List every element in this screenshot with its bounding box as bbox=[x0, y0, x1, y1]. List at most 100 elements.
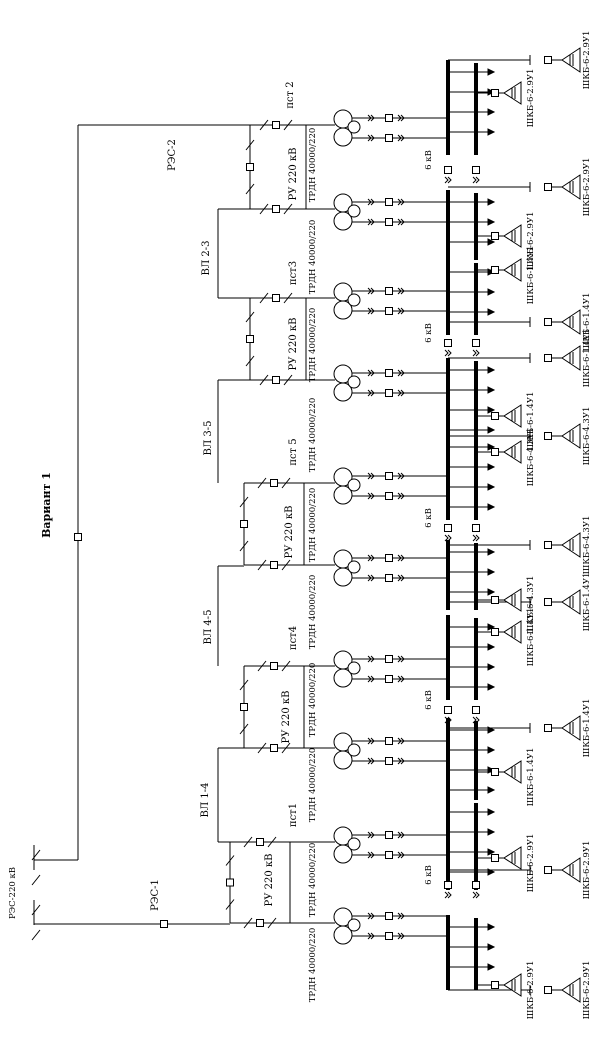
sectional-breaker bbox=[240, 520, 248, 528]
feeder-arrow bbox=[487, 683, 496, 691]
chevron bbox=[400, 389, 405, 397]
chevron bbox=[400, 472, 405, 480]
capacitor-bank-symbol bbox=[561, 977, 581, 1003]
chevron bbox=[472, 534, 477, 542]
chevron bbox=[397, 134, 402, 142]
disconnector-symbol bbox=[283, 203, 293, 215]
disconnector-symbol bbox=[225, 855, 235, 866]
feeder-arrow bbox=[487, 68, 496, 76]
chevron bbox=[397, 574, 402, 582]
chevron bbox=[397, 369, 402, 377]
capacitor-bank-label: ШКБ-6-4.3У1 bbox=[526, 428, 536, 487]
feeder-arrow bbox=[487, 386, 496, 394]
transformer-winding bbox=[347, 743, 361, 757]
lv-breaker bbox=[385, 757, 393, 765]
hv-breaker bbox=[272, 294, 280, 302]
chevron bbox=[397, 472, 402, 480]
feeder-arrow bbox=[487, 588, 496, 596]
chevron bbox=[400, 218, 405, 226]
chevron bbox=[370, 932, 375, 940]
cap-breaker bbox=[544, 986, 552, 994]
chevron bbox=[397, 655, 402, 663]
chevron bbox=[447, 176, 452, 184]
transformer-winding bbox=[333, 127, 353, 147]
cap-breaker bbox=[544, 354, 552, 362]
feeder-arrow bbox=[487, 238, 496, 246]
lv-breaker bbox=[385, 574, 393, 582]
capacitor-bank-label: ШКБ-6-2.9У1 bbox=[526, 834, 536, 893]
cap-breaker bbox=[491, 768, 499, 776]
chevron bbox=[367, 369, 372, 377]
capacitor-bank-label: ШКБ-6-4.3У1 bbox=[582, 516, 592, 575]
disconnector-symbol bbox=[267, 836, 277, 848]
chevron bbox=[370, 757, 375, 765]
chevron bbox=[367, 932, 372, 940]
res1-breaker bbox=[160, 920, 168, 928]
chevron bbox=[370, 492, 375, 500]
transformer-label: ТРДН 40000/220 bbox=[308, 128, 318, 203]
chevron bbox=[400, 198, 405, 206]
chevron bbox=[400, 492, 405, 500]
bus-voltage-label: 6 кВ bbox=[424, 508, 434, 528]
capacitor-bank-symbol bbox=[561, 423, 581, 449]
capacitor-bank-label: ШКБ-6-2.9У1 bbox=[582, 31, 592, 90]
line-label: ВЛ 2-3 bbox=[201, 241, 212, 276]
bus-coupler-breaker bbox=[472, 339, 480, 347]
transformer-winding bbox=[347, 837, 361, 851]
source-label: РЭС-220 кВ bbox=[8, 867, 18, 919]
capacitor-bank-label: ШКБ-6-1.4У1 bbox=[582, 293, 592, 352]
transformer-winding bbox=[333, 925, 353, 945]
transformer-winding bbox=[333, 750, 353, 770]
chevron bbox=[367, 655, 372, 663]
chevron bbox=[400, 831, 405, 839]
feeder-arrow bbox=[487, 463, 496, 471]
chevron bbox=[370, 675, 375, 683]
source-disconnector bbox=[31, 904, 41, 916]
transformer-label: ТРДН 40000/220 bbox=[308, 398, 318, 473]
chevron bbox=[472, 716, 477, 724]
chevron bbox=[367, 554, 372, 562]
chevron bbox=[444, 534, 449, 542]
chevron bbox=[397, 932, 402, 940]
capacitor-bank-label: ШКБ-6-1.4У1 bbox=[526, 392, 536, 451]
chevron bbox=[444, 349, 449, 357]
sectional-breaker bbox=[226, 878, 234, 887]
feeder-arrow bbox=[487, 128, 496, 136]
transformer-winding bbox=[333, 844, 353, 864]
chevron bbox=[400, 114, 405, 122]
transformer-label: ТРДН 40000/220 bbox=[308, 663, 318, 738]
chevron bbox=[447, 349, 452, 357]
lv-breaker bbox=[385, 307, 393, 315]
cap-breaker bbox=[491, 628, 499, 636]
chevron bbox=[400, 307, 405, 315]
feeder-arrow bbox=[487, 366, 496, 374]
substation-label: пст1 bbox=[288, 803, 299, 827]
lv-breaker bbox=[385, 369, 393, 377]
capacitor-bank-symbol bbox=[561, 589, 581, 615]
cap-breaker bbox=[491, 266, 499, 274]
feeder-arrow bbox=[487, 923, 496, 931]
capacitor-bank-symbol bbox=[561, 345, 581, 371]
chevron bbox=[397, 851, 402, 859]
cap-breaker bbox=[491, 89, 499, 97]
chevron bbox=[370, 114, 375, 122]
capacitor-bank-label: ШКБ-6-2.9У1 bbox=[582, 961, 592, 1020]
feeder-arrow bbox=[487, 828, 496, 836]
chevron bbox=[370, 912, 375, 920]
hv-breaker bbox=[272, 205, 280, 213]
capacitor-bank-symbol bbox=[561, 174, 581, 200]
transformer-winding bbox=[347, 918, 361, 932]
labels: 6 кВ6 кВ6 кВ6 кВ6 кВШКБ-6-2.9У1ШКБ-6-2.9… bbox=[8, 31, 592, 1020]
chevron bbox=[475, 176, 480, 184]
disconnector-symbol bbox=[239, 496, 249, 508]
capacitor-bank-symbol bbox=[561, 857, 581, 883]
feeder-arrow bbox=[487, 848, 496, 856]
cap-breaker bbox=[544, 541, 552, 549]
symbols bbox=[31, 47, 581, 1003]
transformer-label: ТРДН 40000/220 bbox=[308, 575, 318, 650]
disconnector-symbol bbox=[281, 477, 291, 489]
chevron bbox=[367, 134, 372, 142]
disconnector-symbol bbox=[245, 355, 255, 367]
chevron bbox=[447, 716, 452, 724]
